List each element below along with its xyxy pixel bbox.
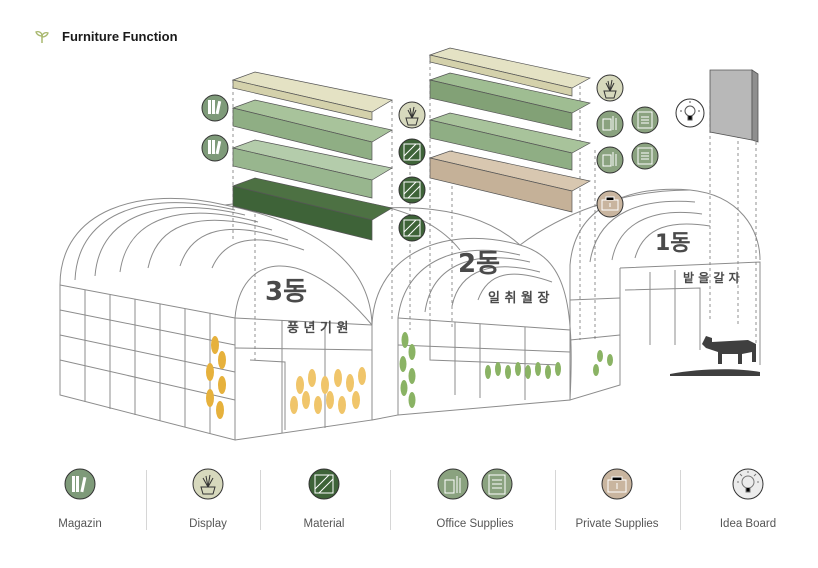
legend: Magazin Display Material: [0, 462, 818, 542]
plant-display-icon: [596, 74, 624, 102]
legend-divider: [390, 470, 391, 530]
shelves-2: [428, 47, 591, 213]
legend-label: Idea Board: [719, 518, 777, 530]
building-3-number: 3동: [265, 277, 307, 307]
private-supplies-icon: [601, 468, 633, 500]
document-icon: [631, 142, 659, 170]
legend-office-supplies: Office Supplies: [415, 462, 535, 530]
lightbulb-icon: [732, 468, 764, 500]
legend-material: Material: [264, 462, 384, 530]
magazine-icon: [64, 468, 96, 500]
material-icon: [398, 214, 426, 242]
legend-idea-board: Idea Board: [688, 462, 808, 530]
wheat-plants-2: [399, 332, 561, 408]
stationery-icon: [596, 146, 624, 174]
greenhouse-illustration: 3동 풍 년 기 원 2동 일 취 월 장 1동 밭 을 갈 자: [59, 47, 761, 441]
legend-divider: [680, 470, 681, 530]
magazine-icon: [201, 94, 229, 122]
wheat-plants-3: [206, 336, 366, 419]
legend-label: Magazin: [58, 518, 102, 530]
page-title: Furniture Function: [62, 28, 178, 44]
material-icon: [308, 468, 340, 500]
plant-display-icon: [192, 468, 224, 500]
plant-display-icon: [398, 101, 426, 129]
stationery-icon: [596, 110, 624, 138]
legend-divider: [146, 470, 147, 530]
building-1-label: 밭 을 갈 자: [683, 270, 740, 285]
legend-display: Display: [148, 462, 268, 530]
stationery-icon: [437, 468, 469, 500]
sprouts-1: [593, 350, 613, 376]
legend-label: Display: [189, 518, 227, 530]
building-2-label: 일 취 월 장: [488, 290, 549, 306]
legend-private-supplies: Private Supplies: [557, 462, 677, 530]
document-icon: [481, 468, 513, 500]
building-3-label: 풍 년 기 원: [287, 321, 348, 336]
shelves-3: [231, 71, 393, 241]
idea-board-panel: [709, 69, 759, 143]
legend-divider: [555, 470, 556, 530]
sprout-icon: [35, 30, 49, 43]
magazine-icon: [201, 134, 229, 162]
greenhouse-1: [519, 188, 761, 401]
legend-magazin: Magazin: [20, 462, 140, 530]
material-icon: [398, 176, 426, 204]
legend-label: Private Supplies: [575, 518, 659, 530]
building-1-number: 1동: [655, 231, 691, 256]
greenhouse-3: [59, 198, 461, 441]
building-2-number: 2동: [458, 249, 500, 279]
legend-divider: [260, 470, 261, 530]
material-icon: [398, 138, 426, 166]
greenhouse-2: [299, 207, 572, 421]
private-supplies-icon: [596, 190, 624, 218]
legend-label: Material: [303, 518, 345, 530]
header: Furniture Function: [34, 28, 178, 44]
document-icon: [631, 106, 659, 134]
lightbulb-icon: [675, 98, 705, 128]
cow-silhouette: [670, 336, 760, 376]
legend-label: Office Supplies: [436, 518, 514, 530]
